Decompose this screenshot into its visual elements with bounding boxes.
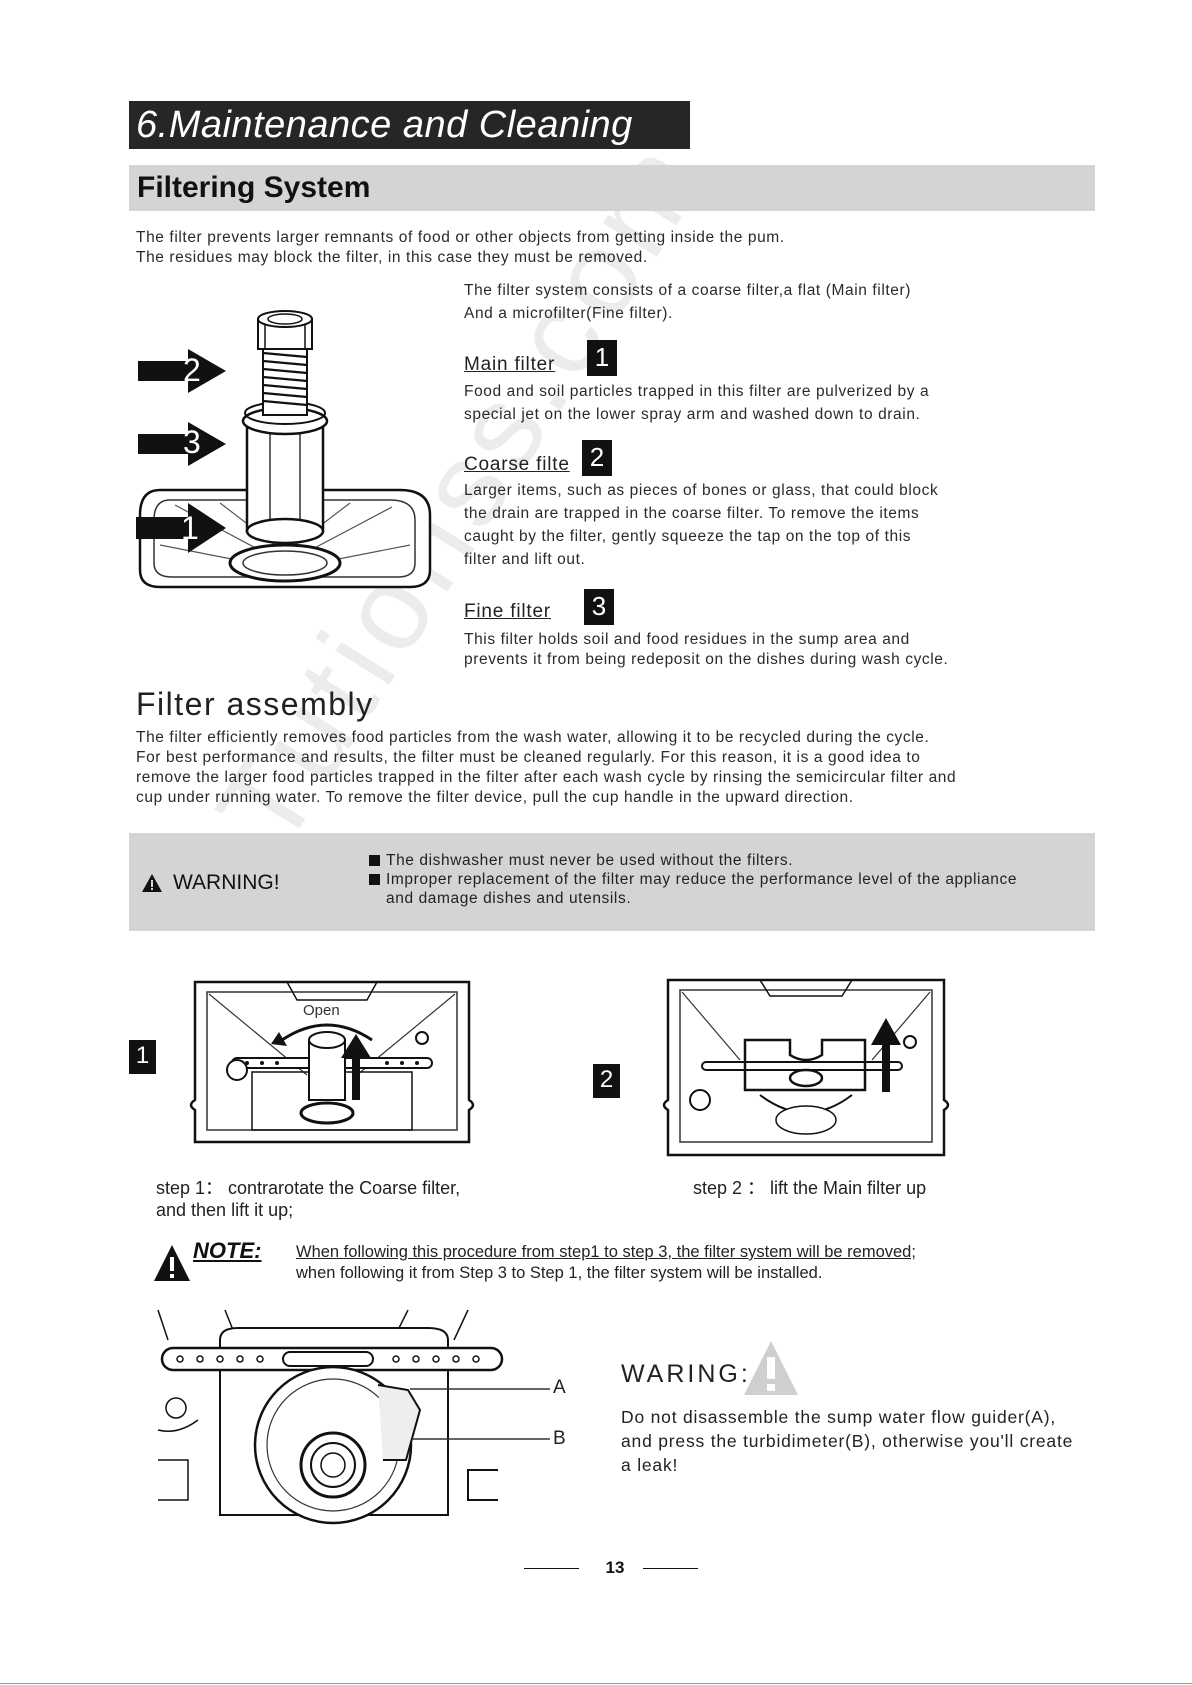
system-description: The filter system consists of a coarse f…	[464, 279, 911, 325]
filter-assembly-text: The filter efficiently removes food part…	[136, 728, 956, 808]
note-warning-icon	[154, 1245, 190, 1281]
warning-item: The dishwasher must never be used withou…	[369, 851, 1017, 870]
fine-filter-badge: 3	[584, 589, 614, 625]
warning-list: The dishwasher must never be used withou…	[369, 851, 1017, 908]
filter-illustration	[138, 310, 432, 589]
waring-title: WARING:	[621, 1360, 751, 1388]
warning-box: WARNING! The dishwasher must never be us…	[129, 833, 1095, 931]
bullet-square-icon	[369, 855, 380, 866]
chapter-title: 6.Maintenance and Cleaning	[136, 104, 633, 146]
warning-item-text: The dishwasher must never be used withou…	[386, 852, 794, 869]
step-2-badge: 2	[593, 1064, 620, 1098]
fine-filter-line: prevents it from being redeposit on the …	[464, 651, 949, 668]
warning-item-line: and damage dishes and utensils.	[386, 890, 632, 907]
step-1-badge: 1	[129, 1040, 156, 1074]
waring-triangle-icon	[744, 1341, 798, 1395]
bullet-square-icon	[369, 874, 380, 885]
step-1-caption: step 1： contrarotate the Coarse filter, …	[156, 1177, 460, 1221]
warning-item-line: Improper replacement of the filter may r…	[386, 871, 1018, 888]
intro-line: The filter prevents larger remnants of f…	[136, 229, 785, 246]
warning-item: Improper replacement of the filter may r…	[369, 870, 1017, 908]
waring-text: Do not disassemble the sump water flow g…	[621, 1405, 1073, 1477]
arrow-3-icon	[138, 422, 226, 466]
open-label: Open	[303, 1002, 340, 1019]
coarse-filter-heading: Coarse filte	[464, 454, 570, 475]
arrow-2-icon	[138, 349, 226, 393]
waring-line: and press the turbidimeter(B), otherwise…	[621, 1431, 1074, 1451]
fine-filter-heading: Fine filter	[464, 601, 551, 622]
chapter-header: 6.Maintenance and Cleaning	[129, 101, 690, 149]
warning-triangle-icon	[142, 874, 162, 892]
section-title: Filtering System	[137, 171, 371, 204]
callout-3: 3	[183, 424, 201, 460]
waring-line: a leak!	[621, 1455, 679, 1475]
step-1-illustration	[189, 980, 475, 1144]
system-line: The filter system consists of a coarse f…	[464, 282, 912, 299]
note-line: When following this procedure from step1…	[296, 1243, 916, 1261]
filter-assembly-line: The filter efficiently removes food part…	[136, 729, 930, 746]
fine-filter-text: This filter holds soil and food residues…	[464, 630, 948, 670]
coarse-filter-line: the drain are trapped in the coarse filt…	[464, 505, 920, 522]
waring-line: Do not disassemble the sump water flow g…	[621, 1407, 1057, 1427]
step-1-caption-line: step 1： contrarotate the Coarse filter,	[156, 1178, 461, 1198]
filter-assembly-line: remove the larger food particles trapped…	[136, 769, 957, 786]
coarse-filter-line: filter and lift out.	[464, 551, 586, 568]
coarse-filter-line: caught by the filter, gently squeeze the…	[464, 528, 912, 545]
main-filter-badge: 1	[587, 340, 617, 376]
callout-a: A	[553, 1377, 566, 1398]
filter-assembly-line: For best performance and results, the fi…	[136, 749, 921, 766]
main-filter-heading: Main filter	[464, 354, 556, 375]
page-rule-right	[643, 1568, 698, 1569]
coarse-filter-badge: 2	[582, 440, 612, 476]
main-filter-line: Food and soil particles trapped in this …	[464, 383, 930, 400]
step-2-caption: step 2 ： lift the Main filter up	[693, 1178, 927, 1198]
warning-label-text: WARNING!	[173, 871, 280, 894]
intro-paragraph: The filter prevents larger remnants of f…	[136, 228, 785, 268]
warning-item-text: Improper replacement of the filter may r…	[386, 870, 1017, 908]
step-2-illustration	[662, 978, 950, 1157]
system-line: And a microfilter(Fine filter).	[464, 305, 673, 322]
warning-label: WARNING!	[141, 871, 280, 895]
coarse-filter-text: Larger items, such as pieces of bones or…	[464, 479, 938, 571]
step-1-caption-line: and then lift it up;	[156, 1200, 294, 1220]
page-bottom-rule	[0, 1683, 1192, 1684]
callout-2: 2	[183, 352, 201, 388]
note-label: NOTE:	[193, 1238, 262, 1263]
note-text: When following this procedure from step1…	[296, 1242, 916, 1284]
main-filter-line: special jet on the lower spray arm and w…	[464, 406, 921, 423]
callout-1: 1	[181, 510, 199, 546]
intro-line: The residues may block the filter, in th…	[136, 249, 648, 266]
main-filter-text: Food and soil particles trapped in this …	[464, 380, 929, 426]
filter-assembly-line: cup under running water. To remove the f…	[136, 789, 854, 806]
page-rule-left	[524, 1568, 579, 1569]
filter-assembly-heading: Filter assembly	[136, 686, 374, 722]
fine-filter-line: This filter holds soil and food residues…	[464, 631, 910, 648]
coarse-filter-line: Larger items, such as pieces of bones or…	[464, 482, 939, 499]
callout-b: B	[553, 1428, 566, 1449]
arrow-1-icon	[136, 503, 226, 553]
page-number: 13	[605, 1558, 625, 1577]
note-line: when following it from Step 3 to Step 1,…	[296, 1264, 823, 1282]
section-header: Filtering System	[129, 165, 1095, 211]
sump-illustration	[157, 1309, 550, 1525]
